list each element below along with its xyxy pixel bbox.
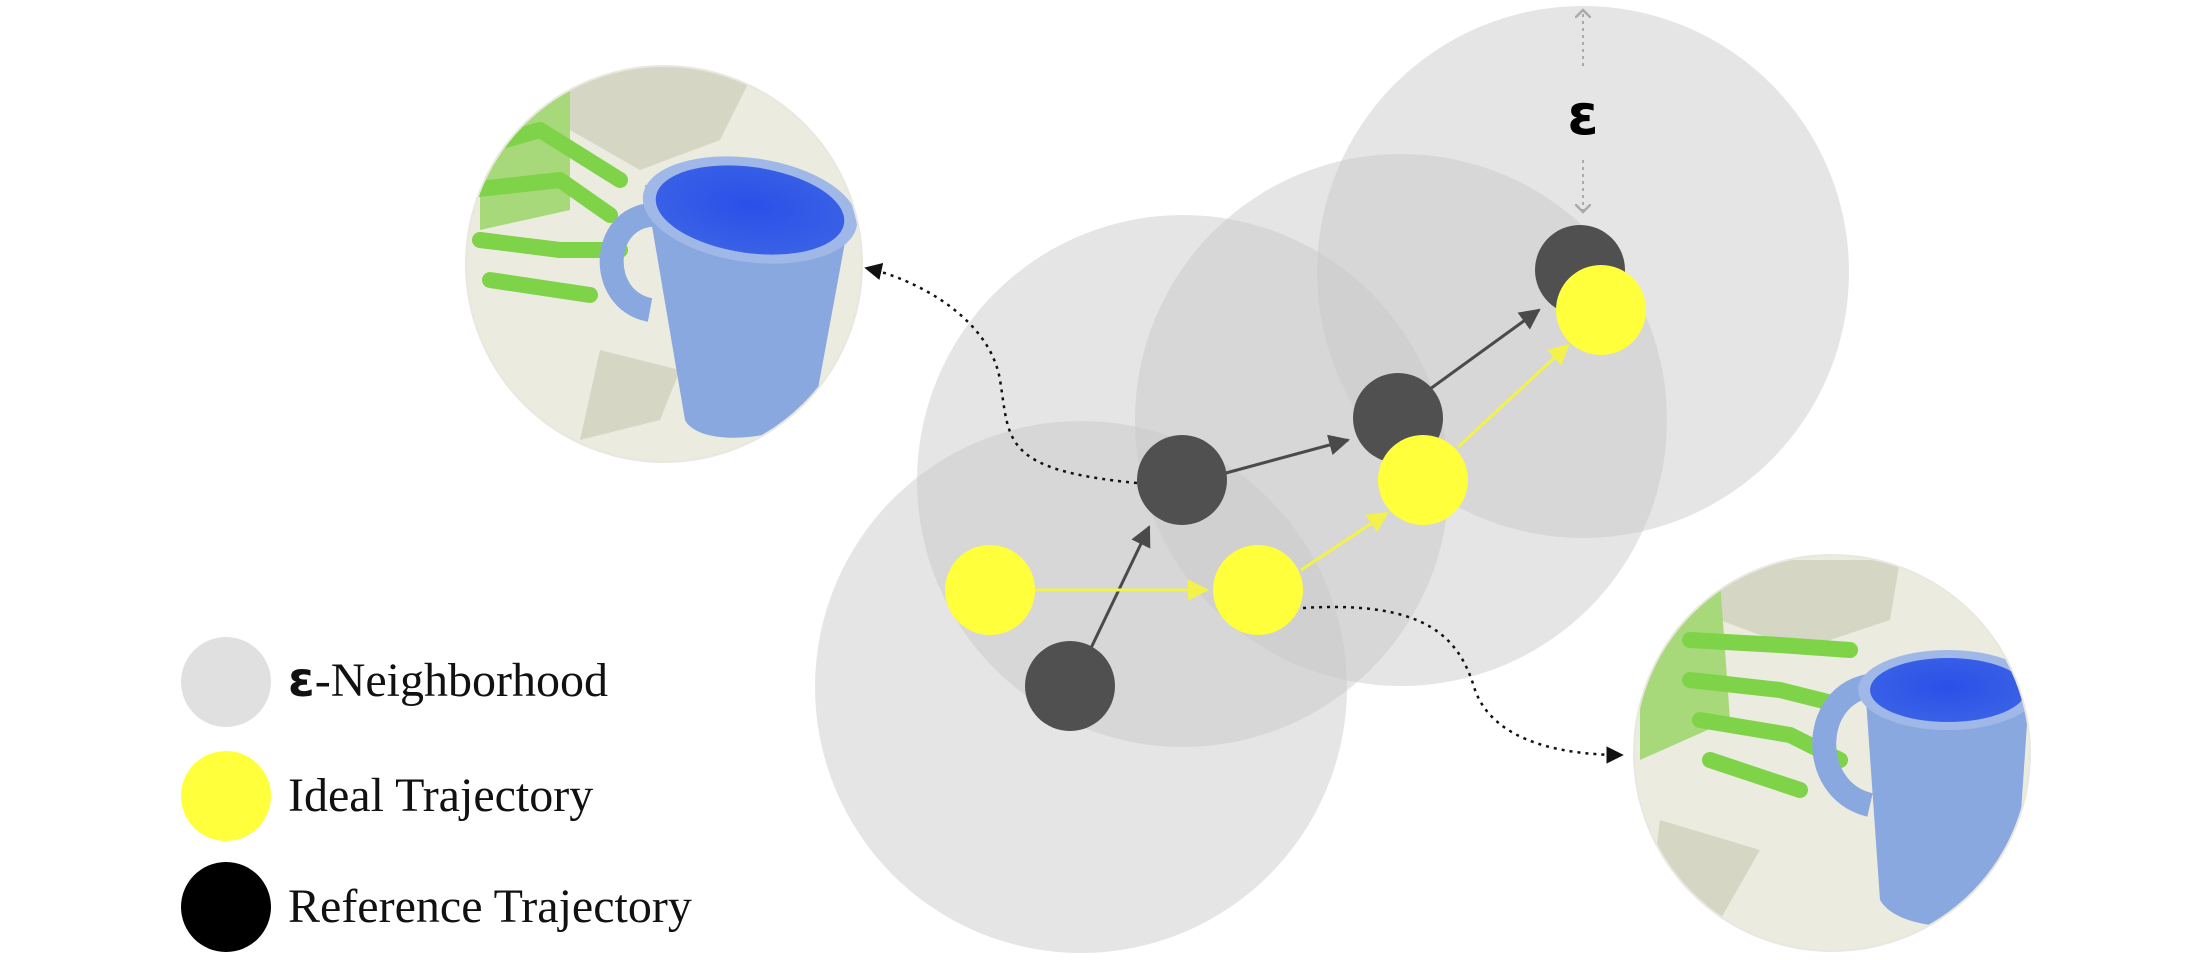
reference-point-2 bbox=[1137, 435, 1227, 525]
legend-reference-swatch bbox=[181, 862, 271, 952]
legend-neighborhood-label: ε-Neighborhood bbox=[288, 652, 608, 708]
ideal-point-1 bbox=[945, 545, 1035, 635]
reference-trajectory-arrows bbox=[1089, 308, 1541, 649]
ideal-point-4 bbox=[1556, 265, 1646, 355]
legend bbox=[181, 637, 271, 952]
ideal-arrow-3 bbox=[1456, 343, 1570, 449]
mug-grasp-render-bottom bbox=[1634, 555, 2030, 951]
ideal-trajectory-arrows bbox=[1034, 343, 1570, 601]
callout-connector-bottom bbox=[1302, 605, 1624, 764]
legend-ideal-label: Ideal Trajectory bbox=[288, 769, 594, 822]
ideal-point-3 bbox=[1378, 435, 1468, 525]
reference-arrow-3 bbox=[1429, 308, 1541, 391]
legend-neighborhood-swatch bbox=[181, 637, 271, 727]
legend-neighborhood-text: -Neighborhood bbox=[314, 654, 608, 707]
legend-epsilon-symbol: ε bbox=[288, 652, 315, 708]
callout-connector-top bbox=[864, 262, 1138, 485]
ideal-trajectory-points bbox=[945, 265, 1646, 635]
epsilon-label: ε bbox=[1567, 83, 1598, 148]
mug-grasp-render-top bbox=[466, 66, 862, 462]
legend-ideal-swatch bbox=[181, 751, 271, 841]
reference-arrow-2 bbox=[1225, 434, 1351, 475]
ideal-arrow-2 bbox=[1300, 511, 1389, 572]
ideal-point-2 bbox=[1213, 545, 1303, 635]
legend-reference-label: Reference Trajectory bbox=[288, 880, 692, 933]
reference-point-1 bbox=[1025, 641, 1115, 731]
epsilon-radius-indicator: ε bbox=[1567, 10, 1599, 212]
reference-arrow-1 bbox=[1089, 525, 1151, 649]
